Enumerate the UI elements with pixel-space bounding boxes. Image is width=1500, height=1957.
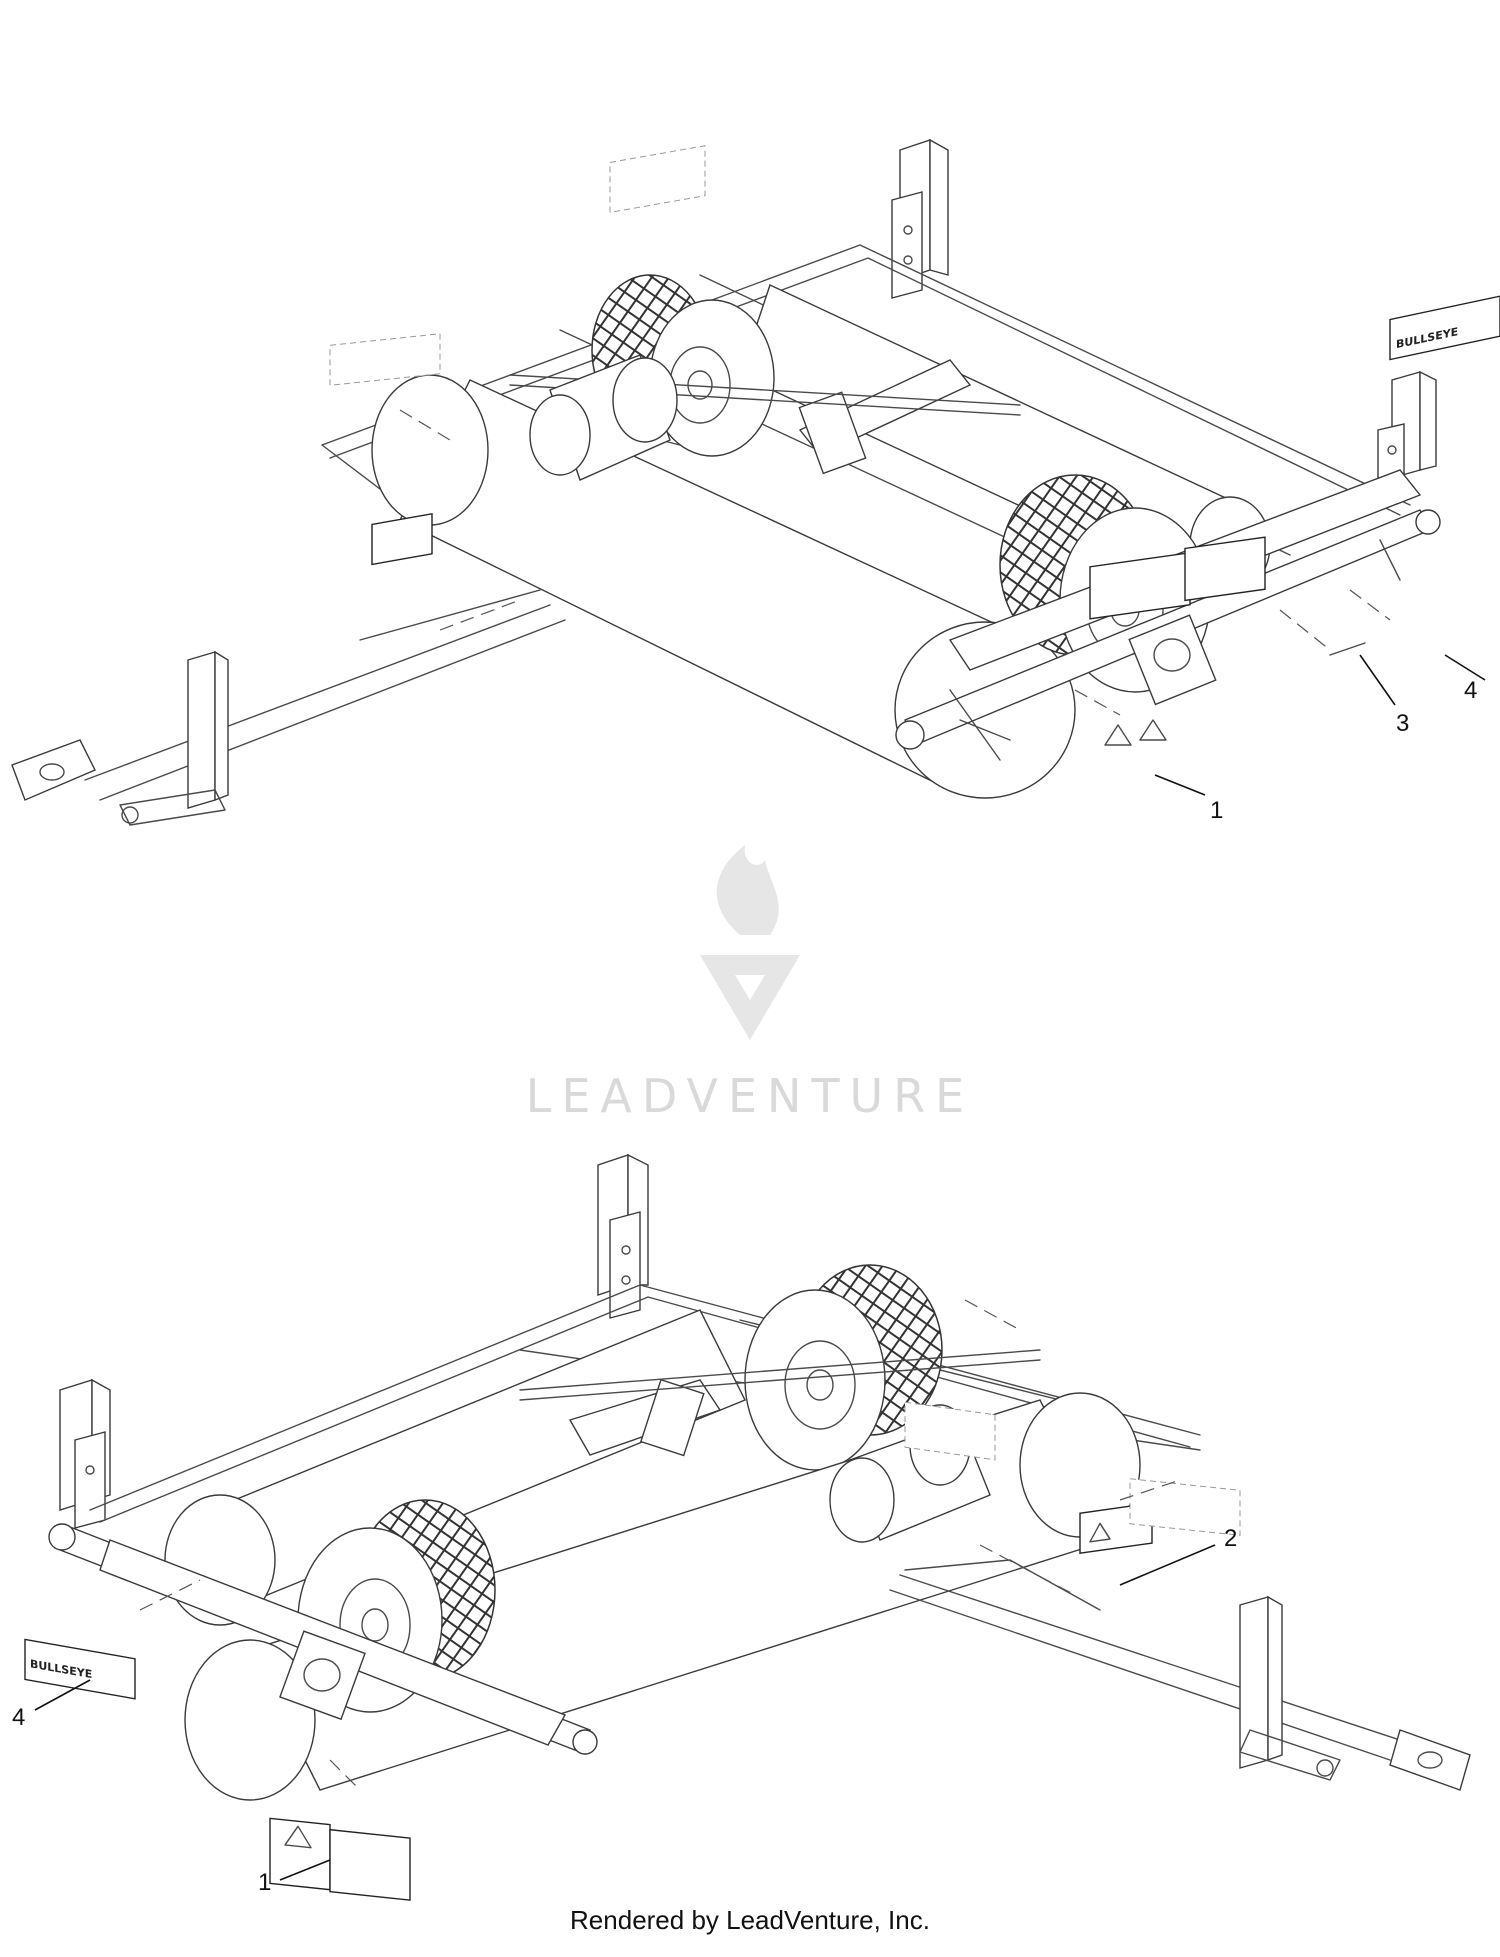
bottom-decal-4-logo: BULLSEYE bbox=[24, 1638, 136, 1700]
bottom-ghost-decal-rear bbox=[904, 1401, 996, 1461]
top-jack-stand bbox=[119, 650, 229, 826]
top-decal-1-secondary bbox=[1184, 536, 1266, 602]
bottom-jack-stand bbox=[1239, 1595, 1341, 1781]
top-leader-3 bbox=[1359, 654, 1396, 706]
bottom-roller-assembly-view: BULLSEYE bbox=[24, 1153, 1471, 1901]
bottom-tow-tongue bbox=[889, 1559, 1471, 1791]
top-decal-front-small bbox=[371, 513, 433, 566]
bottom-cross-bar bbox=[519, 1349, 1041, 1391]
bottom-rear-upright bbox=[59, 1153, 649, 1529]
top-roller-assembly-view: BULLSEYE bbox=[11, 138, 1500, 826]
bottom-actuator bbox=[568, 1378, 722, 1457]
bottom-callout-2: 2 bbox=[1224, 1525, 1237, 1552]
bottom-front-frame-bar bbox=[48, 1523, 598, 1755]
bottom-leader-4 bbox=[34, 1679, 91, 1711]
bottom-decal-1 bbox=[269, 1817, 411, 1901]
top-leader-1 bbox=[1154, 774, 1206, 796]
leadventure-watermark-logo bbox=[700, 845, 800, 1040]
top-callout-1: 1 bbox=[1210, 797, 1223, 824]
top-decal-3 bbox=[1329, 642, 1366, 656]
watermark-text: LEADVENTURE bbox=[526, 1069, 975, 1123]
top-ghost-decal-left bbox=[329, 333, 441, 386]
top-decal-1 bbox=[1089, 551, 1191, 746]
bottom-rear-wheel bbox=[744, 1264, 943, 1471]
top-ghost-decal-rear bbox=[609, 145, 706, 214]
top-decal-4-logo: BULLSEYE bbox=[1389, 295, 1500, 361]
top-leader-4 bbox=[1444, 654, 1486, 681]
bottom-leader-1 bbox=[279, 1859, 331, 1881]
top-front-roller bbox=[371, 374, 1076, 799]
bottom-leader-2 bbox=[1119, 1544, 1216, 1586]
bottom-callout-4: 4 bbox=[12, 1704, 25, 1731]
top-callout-3: 3 bbox=[1396, 710, 1409, 737]
render-credit-footer: Rendered by LeadVenture, Inc. bbox=[570, 1905, 930, 1935]
bottom-ghost-decal-right bbox=[1129, 1478, 1241, 1536]
bottom-callout-1: 1 bbox=[258, 1869, 271, 1896]
top-tank bbox=[529, 354, 678, 481]
top-tow-tongue bbox=[11, 589, 566, 801]
top-callout-4: 4 bbox=[1464, 677, 1477, 704]
